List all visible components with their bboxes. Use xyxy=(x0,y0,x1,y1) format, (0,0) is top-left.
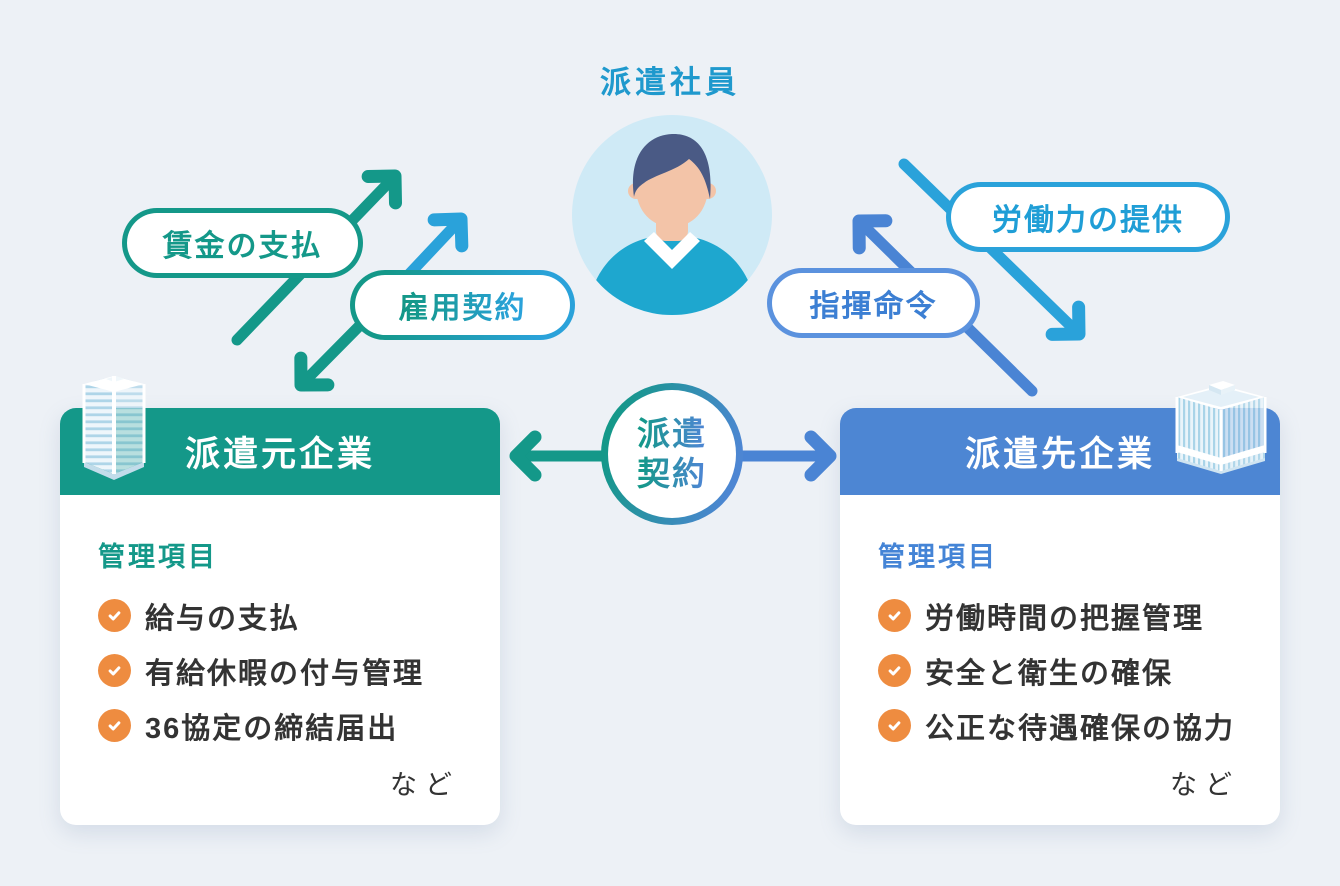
dispatch-contract-circle: 派遣 契約 xyxy=(601,383,743,525)
list-item: 労働時間の把握管理 xyxy=(878,598,1240,635)
employment-contract-badge: 雇用契約 xyxy=(350,270,575,340)
employment-contract-label: 雇用契約 xyxy=(399,283,527,327)
employee-avatar-icon xyxy=(572,115,772,315)
check-icon xyxy=(98,599,131,632)
list-item: 給与の支払 xyxy=(98,598,460,635)
client-section-title: 管理項目 xyxy=(878,542,998,572)
source-company-card: 派遣元企業 管理項目 給与の支払 有給休暇の付与管理 36協定の締結届出 xyxy=(60,408,500,825)
check-icon xyxy=(878,709,911,742)
dispatch-contract-line1: 派遣 xyxy=(637,414,707,454)
source-section-title: 管理項目 xyxy=(98,542,218,572)
dispatch-contract-line2: 契約 xyxy=(637,454,707,494)
list-item: 安全と衛生の確保 xyxy=(878,653,1240,690)
skyscraper-icon xyxy=(78,370,150,482)
command-direction-badge: 指揮命令 xyxy=(767,268,980,338)
check-icon xyxy=(878,654,911,687)
etc-label: など xyxy=(1170,770,1240,800)
list-item: 公正な待遇確保の協力 xyxy=(878,708,1240,745)
list-item: 36協定の締結届出 xyxy=(98,708,460,745)
source-company-title: 派遣元企業 xyxy=(184,435,375,474)
wage-payment-label: 賃金の支払 xyxy=(162,230,323,263)
labor-provision-badge: 労働力の提供 xyxy=(946,182,1230,252)
wage-payment-badge: 賃金の支払 xyxy=(122,208,363,278)
list-item: 有給休暇の付与管理 xyxy=(98,653,460,690)
check-icon xyxy=(98,654,131,687)
check-icon xyxy=(98,709,131,742)
command-direction-label: 指揮命令 xyxy=(809,290,938,323)
office-building-icon xyxy=(1173,373,1269,485)
client-company-card: 派遣先企業 管理項目 労働時間の把握管理 安全と衛生の確保 公正な待遇確保 xyxy=(840,408,1280,825)
employee-label: 派遣社員 xyxy=(600,65,740,100)
client-company-title: 派遣先企業 xyxy=(964,435,1155,474)
labor-provision-label: 労働力の提供 xyxy=(992,204,1184,237)
etc-label: など xyxy=(390,770,460,800)
check-icon xyxy=(878,599,911,632)
